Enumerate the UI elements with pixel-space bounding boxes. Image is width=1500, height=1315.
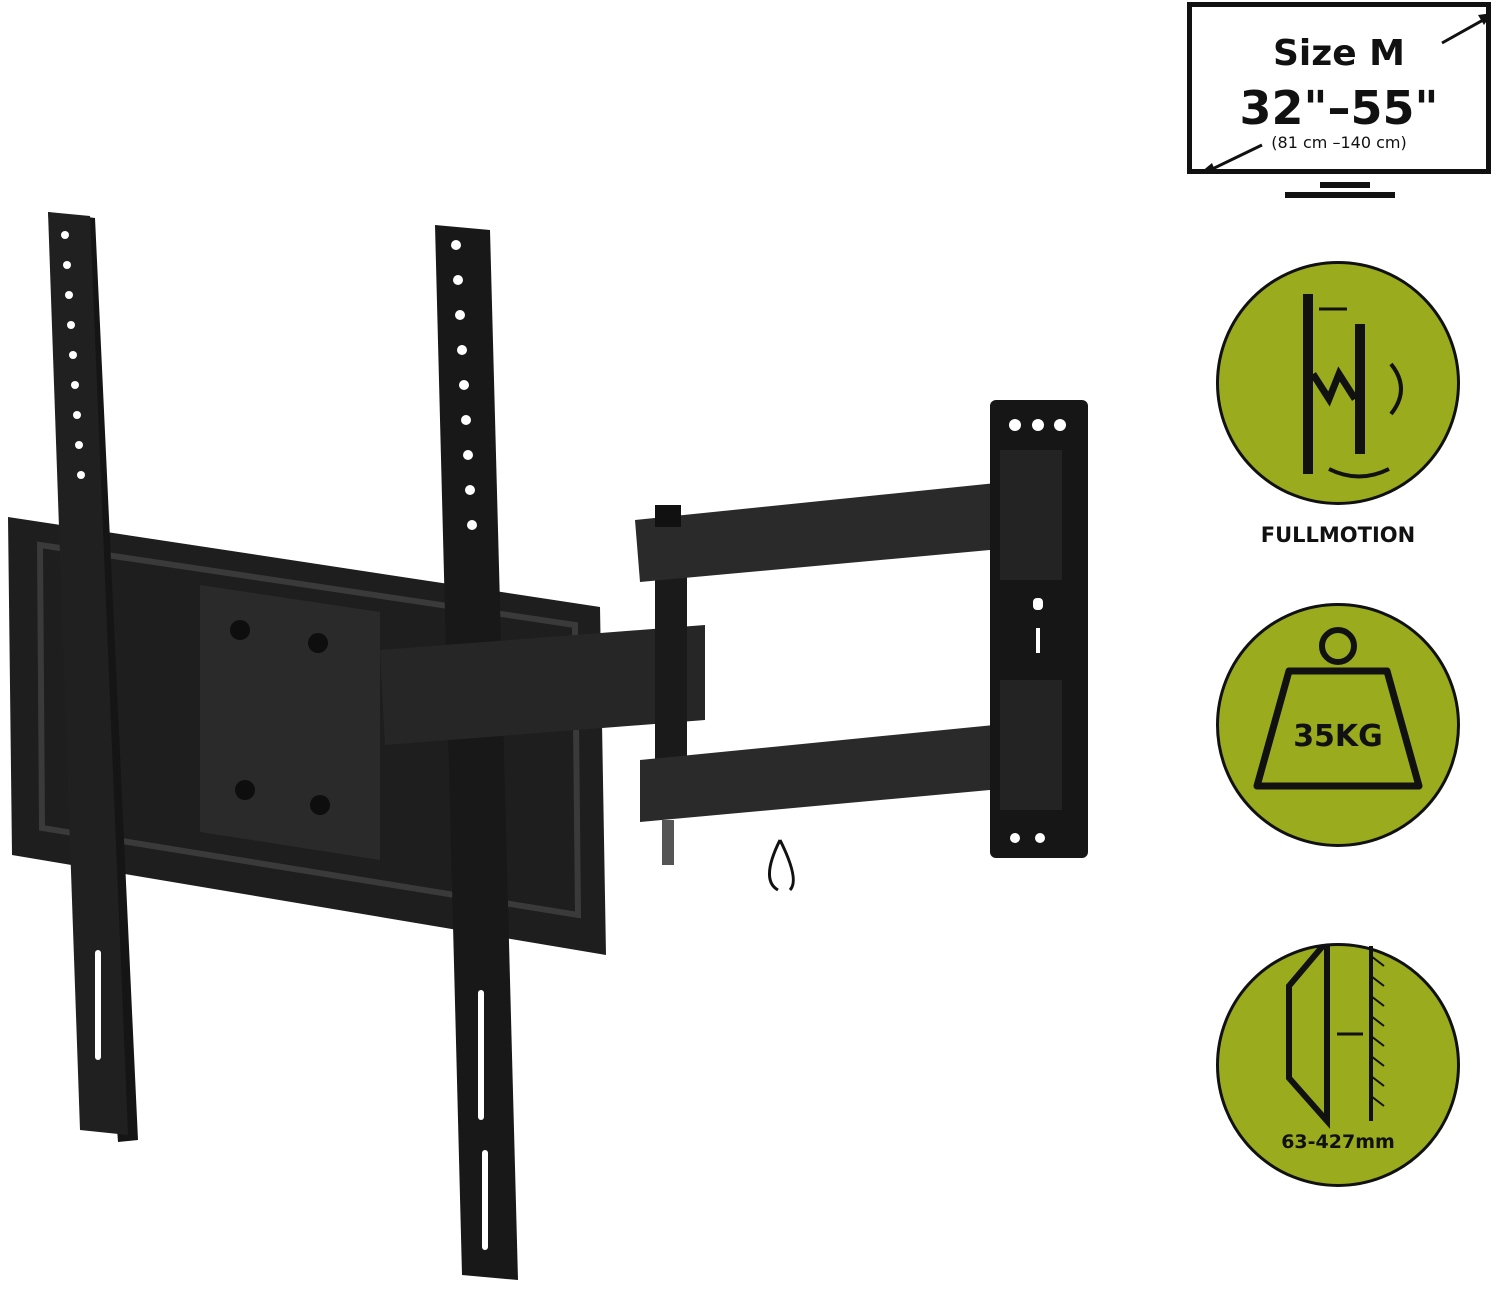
tv-wall-mount-image: [8, 212, 1088, 1280]
swing-arm-upper: [635, 478, 1045, 582]
wall-distance-icon: 63-427mm: [1216, 943, 1460, 1187]
swing-arm-main: [380, 625, 705, 745]
size-range-inches: 32"–55": [1239, 81, 1439, 135]
diagonal-arrows-icon: [1202, 13, 1488, 171]
weight-capacity-label: 35KG: [1293, 719, 1383, 754]
tv-stand-base: [1285, 192, 1395, 198]
weight-icon: 35KG: [1216, 603, 1460, 847]
size-range-cm: (81 cm –140 cm): [1271, 133, 1407, 152]
tv-stand-neck: [1320, 182, 1370, 188]
wall-distance-label: 63-427mm: [1281, 1131, 1395, 1153]
right-rail: [435, 225, 518, 1280]
size-label: Size M: [1273, 33, 1405, 74]
tv-size-badge: Size M 32"–55" (81 cm –140 cm): [1187, 2, 1491, 174]
fullmotion-icon: [1216, 261, 1460, 505]
swing-arm-lower: [640, 720, 1045, 822]
fullmotion-label: FULLMOTION: [1260, 523, 1416, 547]
